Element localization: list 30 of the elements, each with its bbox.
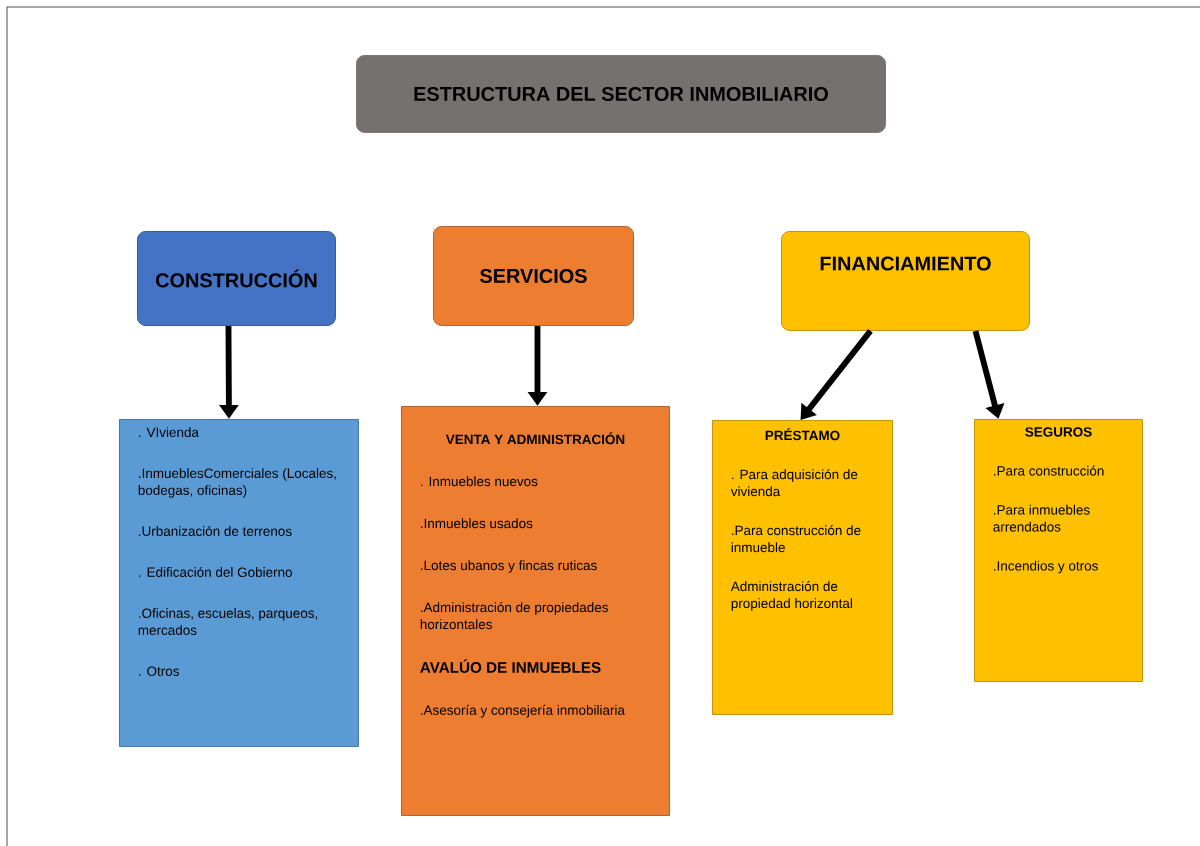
list-heading: SEGUROS <box>1025 427 1092 437</box>
list-item: .Incendios y otros <box>994 560 1098 574</box>
list-item: . Edificación del Gobierno <box>139 566 292 577</box>
list-item: .Inmuebles usados <box>421 518 533 529</box>
title-box: ESTRUCTURA DEL SECTOR INMOBILIARIO <box>356 55 886 133</box>
list-item: . Inmuebles nuevos <box>421 476 538 487</box>
list-item: . Para adquisición de vivienda <box>730 469 858 497</box>
category-box: CONSTRUCCIÓN <box>137 231 336 326</box>
arrow <box>800 329 873 420</box>
category-box: FINANCIAMIENTO <box>781 231 1030 331</box>
list-item: .Para construcción <box>994 465 1104 476</box>
list-item: .Asesoría y consejería inmobiliaria <box>421 704 625 718</box>
list-item: .Oficinas, escuelas, parqueos, mercados <box>138 608 318 635</box>
list-heading: PRÉSTAMO <box>765 428 840 441</box>
list-box <box>119 419 359 747</box>
list-item: Administración de propiedad horizontal <box>730 581 852 611</box>
list-item: .Para inmuebles arrendados <box>993 504 1090 532</box>
list-heading: VENTA Y ADMINISTRACIÓN <box>445 432 625 445</box>
list-item: .Lotes ubanos y fincas ruticas <box>421 560 597 573</box>
list-item: .Administración de propiedades horizontales <box>420 602 608 630</box>
list-item: .Urbanización de terrenos <box>139 525 292 536</box>
list-item: .Para construcción de inmueble <box>731 525 861 553</box>
list-item: . VIvienda <box>139 427 199 438</box>
category-box: SERVICIOS <box>433 226 634 326</box>
list-box <box>712 420 893 715</box>
list-box <box>401 406 670 816</box>
list-item: . Otros <box>139 666 179 676</box>
list-box <box>974 419 1143 682</box>
list-heading: AVALÚO DE INMUEBLES <box>420 659 601 673</box>
list-item: .InmueblesComerciales (Locales, bodegas, oficinas) <box>138 468 336 498</box>
